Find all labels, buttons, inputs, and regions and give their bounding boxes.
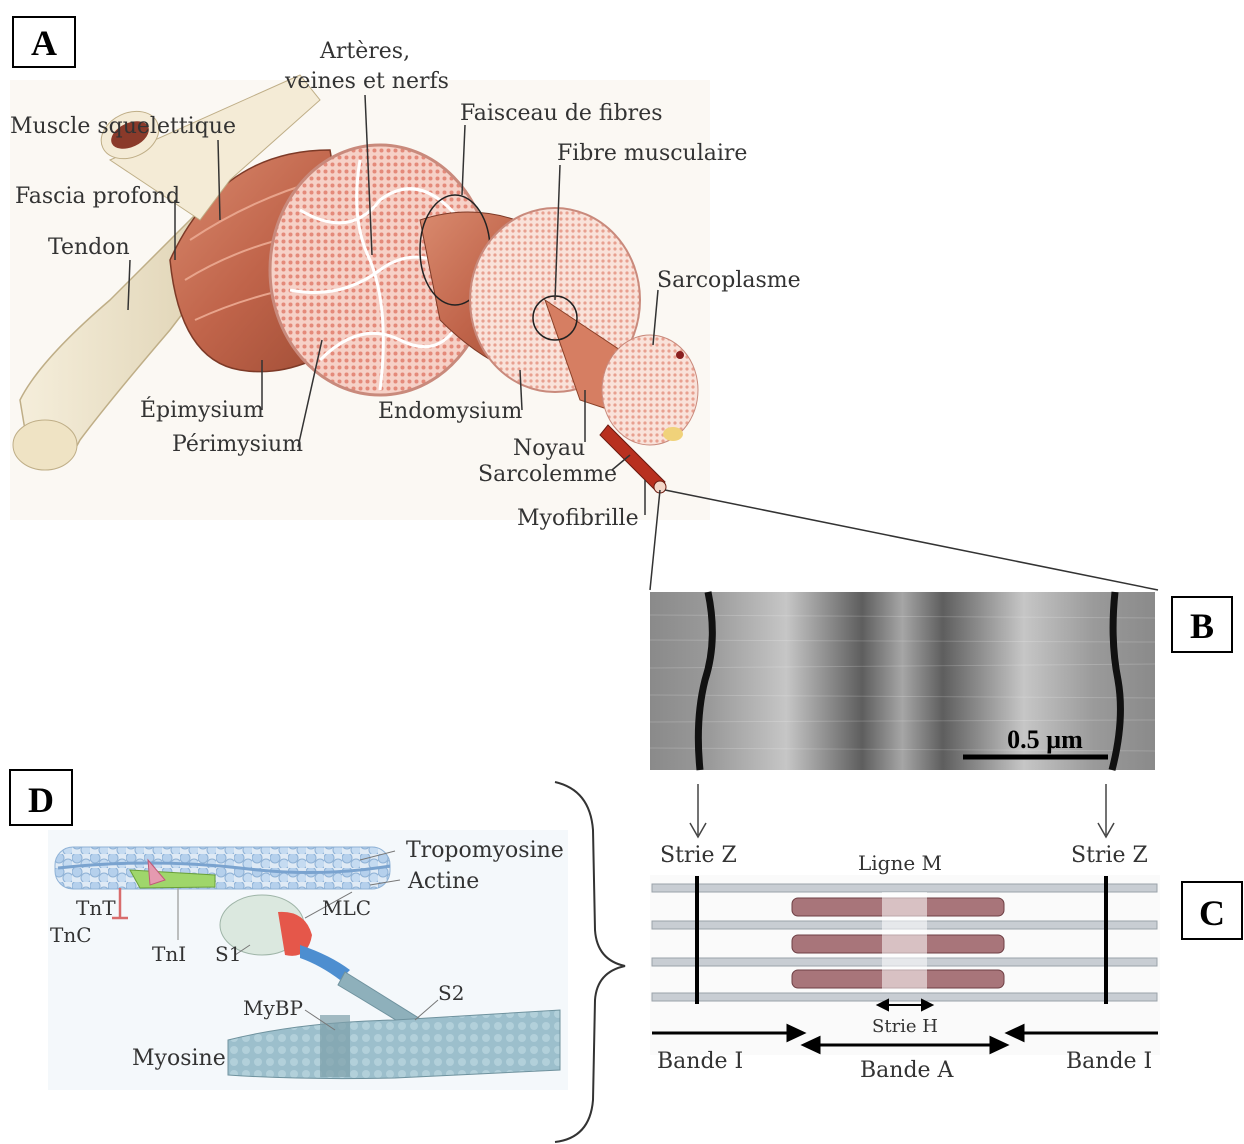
panel-d: Tropomyosine Actine TnT TnC TnI S1 MLC S… [10, 770, 568, 1090]
label-strie-h: Strie H [872, 1016, 938, 1037]
label-arteres-2: veines et nerfs [284, 69, 449, 94]
thick-filaments [792, 892, 1004, 992]
label-fascia-profond: Fascia profond [15, 184, 180, 209]
panel-a: Artères, veines et nerfs Faisceau de fib… [10, 17, 801, 531]
label-bande-i-left: Bande I [657, 1049, 743, 1074]
label-myosine: Myosine [132, 1046, 226, 1071]
label-ligne-m: Ligne M [858, 851, 942, 875]
label-bande-a: Bande A [860, 1058, 955, 1083]
label-bande-i-right: Bande I [1066, 1049, 1152, 1074]
panel-b-letter: B [1190, 606, 1214, 646]
panel-b: 0.5 µm B [650, 592, 1232, 770]
label-tropomyosine: Tropomyosine [406, 838, 564, 863]
bone-head [13, 420, 77, 470]
panel-d-letter: D [28, 780, 54, 820]
panel-c-letter: C [1199, 893, 1225, 933]
label-myofibrille: Myofibrille [517, 506, 639, 531]
label-mlc: MLC [322, 896, 371, 920]
actin-filament [55, 847, 390, 889]
label-muscle-squelettique: Muscle squelettique [10, 114, 236, 139]
label-epimysium: Épimysium [140, 396, 264, 423]
label-arteres-1: Artères, [319, 39, 410, 64]
label-sarcolemme: Sarcolemme [478, 462, 617, 487]
zoom-lines [650, 490, 1158, 590]
label-sarcoplasme: Sarcoplasme [657, 268, 801, 293]
panel-a-letter: A [31, 23, 57, 63]
mybp [320, 1015, 350, 1077]
label-s1: S1 [215, 942, 241, 966]
sarcolemma-patch [663, 427, 683, 441]
label-tnc: TnC [50, 923, 92, 947]
label-endomysium: Endomysium [378, 399, 522, 424]
label-fibre-musculaire: Fibre musculaire [557, 141, 747, 166]
label-faisceau: Faisceau de fibres [460, 101, 663, 126]
label-noyau: Noyau [513, 436, 585, 461]
scale-bar-label: 0.5 µm [1007, 725, 1083, 754]
label-tni: TnI [152, 942, 186, 966]
label-tnt: TnT [76, 896, 116, 920]
sarcoplasm-cross-section [602, 335, 698, 445]
label-strie-z-left: Strie Z [660, 843, 737, 868]
label-mybp: MyBP [243, 996, 303, 1020]
label-strie-z-right: Strie Z [1071, 843, 1148, 868]
panel-c: Strie Z Strie Z Ligne M Strie H Bande I … [650, 843, 1242, 1083]
label-s2: S2 [438, 981, 464, 1005]
b-to-c-arrows [690, 784, 1114, 837]
label-actine: Actine [407, 869, 479, 894]
label-perimysium: Périmysium [172, 432, 303, 457]
label-tendon: Tendon [48, 235, 130, 260]
nucleus [676, 351, 684, 359]
